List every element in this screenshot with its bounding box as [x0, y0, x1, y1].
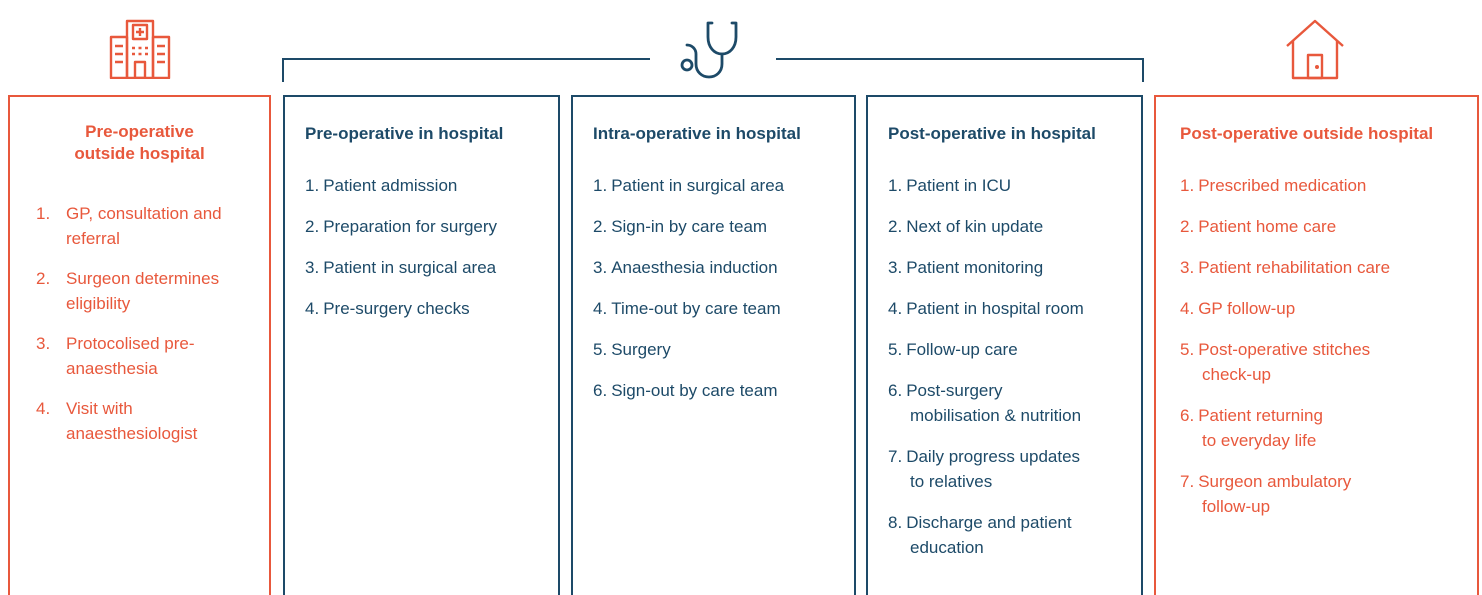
phase-post-operative-outside: Post-operative outside hospital 1.Prescr…: [1154, 95, 1479, 595]
list-item: 1.Patient admission: [305, 176, 458, 195]
phase-post-operative-in-hospital: Post-operative in hospital 1.Patient in …: [866, 95, 1143, 595]
list-item: 1.Patient in ICU: [888, 176, 1012, 195]
phase-steps: 1.Patient in surgical area 2.Sign-in by …: [593, 173, 848, 419]
phase-steps: 1.Patient admission 2.Preparation for su…: [305, 173, 552, 337]
list-item: 5.Surgery: [593, 340, 671, 359]
phase-title: Pre-operative outside hospital: [74, 122, 205, 163]
list-item: 3.Protocolised pre-anaesthesia: [36, 334, 195, 378]
phase-title: Post-operative in hospital: [888, 124, 1096, 143]
house-icon: [1284, 18, 1346, 80]
phase-intra-operative-in-hospital: Intra-operative in hospital 1.Patient in…: [571, 95, 856, 595]
list-item: 4.Visit with anaesthesiologist: [36, 399, 198, 443]
list-item: 2.Next of kin update: [888, 217, 1044, 236]
stethoscope-icon: [676, 17, 744, 81]
list-item: 3.Patient rehabilitation care: [1180, 258, 1391, 277]
list-item: 2.Patient home care: [1180, 217, 1337, 236]
phase-pre-operative-in-hospital: Pre-operative in hospital 1.Patient admi…: [283, 95, 560, 595]
list-item: 4.Pre-surgery checks: [305, 299, 470, 318]
phase-title: Intra-operative in hospital: [593, 124, 801, 143]
phase-steps: 1.Patient in ICU 2.Next of kin update 3.…: [888, 173, 1135, 576]
list-item: 5.Follow-up care: [888, 340, 1018, 359]
phase-title: Post-operative outside hospital: [1180, 124, 1434, 143]
phase-steps: 1.GP, consultation and referral 2.Surgeo…: [36, 201, 266, 461]
phase-title: Pre-operative in hospital: [305, 124, 504, 143]
list-item: 4.GP follow-up: [1180, 299, 1296, 318]
list-item: 3.Patient in surgical area: [305, 258, 497, 277]
list-item: 4.Patient in hospital room: [888, 299, 1084, 318]
phase-pre-operative-outside: Pre-operative outside hospital 1.GP, con…: [8, 95, 271, 595]
in-hospital-bracket: [282, 58, 1144, 82]
list-item: 3.Patient monitoring: [888, 258, 1044, 277]
list-item: 4.Time-out by care team: [593, 299, 781, 318]
list-item: 2.Preparation for surgery: [305, 217, 498, 236]
list-item: 3.Anaesthesia induction: [593, 258, 778, 277]
list-item: 2.Surgeon determines eligibility: [36, 269, 220, 313]
list-item: 2.Sign-in by care team: [593, 217, 768, 236]
list-item: 1.GP, consultation and referral: [36, 204, 222, 248]
list-item: 6.Sign-out by care team: [593, 381, 778, 400]
list-item: 1.Patient in surgical area: [593, 176, 785, 195]
list-item: 1.Prescribed medication: [1180, 176, 1367, 195]
phase-steps: 1.Prescribed medication 2.Patient home c…: [1180, 173, 1471, 535]
hospital-icon: [108, 17, 172, 79]
